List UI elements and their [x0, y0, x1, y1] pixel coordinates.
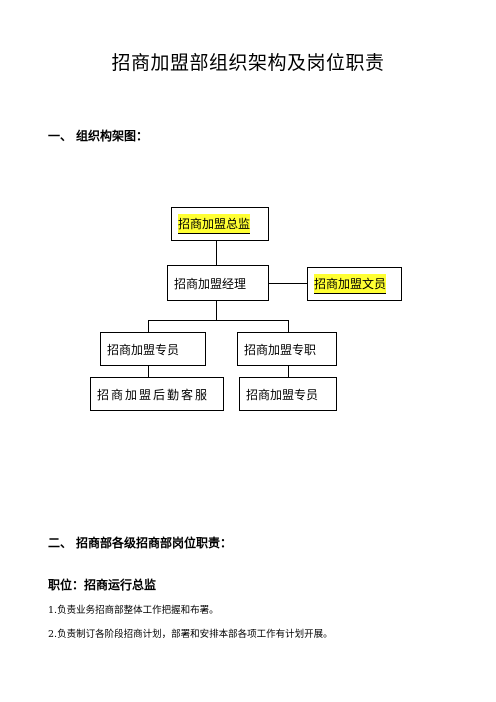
page-title: 招商加盟部组织架构及岗位职责	[111, 52, 385, 74]
org-box-manager: 招商加盟经理	[167, 265, 269, 301]
section-text: 招商部各级招商部岗位职责：	[76, 536, 233, 550]
connector-branch-right	[288, 320, 289, 332]
org-label-clerk: 招商加盟文员	[314, 274, 387, 294]
org-label-specialist-left: 招商加盟专员	[107, 342, 180, 357]
section-text: 组织构架图：	[76, 129, 149, 143]
connector-director-manager	[216, 241, 217, 265]
section-number: 一、	[48, 129, 73, 143]
duty-item: 2.负责制订各阶段招商计划，部署和安排本部各项工作有计划开展。	[48, 629, 333, 640]
org-box-specialist-bottom: 招商加盟专员	[239, 377, 337, 411]
org-label-logistics-service: 招商加盟后勤客服	[97, 387, 210, 402]
connector-branch-horizontal	[148, 320, 289, 321]
connector-right-down	[288, 366, 289, 377]
org-box-specialist-left: 招商加盟专员	[100, 332, 206, 366]
section-number: 二、	[48, 536, 73, 550]
org-label-specialist-bottom: 招商加盟专员	[246, 387, 319, 402]
connector-manager-down	[216, 301, 217, 321]
org-box-clerk: 招商加盟文员	[307, 267, 402, 301]
org-label-manager: 招商加盟经理	[174, 276, 247, 291]
section-heading-org-chart: 一、组织构架图：	[48, 127, 148, 144]
org-box-director: 招商加盟总监	[171, 207, 269, 241]
org-label-director: 招商加盟总监	[178, 214, 251, 234]
org-box-specialist-right: 招商加盟专职	[237, 332, 337, 366]
section-heading-duties: 二、招商部各级招商部岗位职责：	[48, 534, 232, 551]
duty-item: 1.负责业务招商部整体工作把握和布署。	[48, 605, 219, 616]
org-label-specialist-right: 招商加盟专职	[244, 342, 317, 357]
position-title: 职位：招商运行总监	[48, 578, 157, 592]
connector-branch-left	[148, 320, 149, 332]
connector-left-down	[148, 366, 149, 377]
connector-manager-clerk	[269, 283, 307, 284]
org-box-logistics-service: 招商加盟后勤客服	[90, 377, 224, 411]
